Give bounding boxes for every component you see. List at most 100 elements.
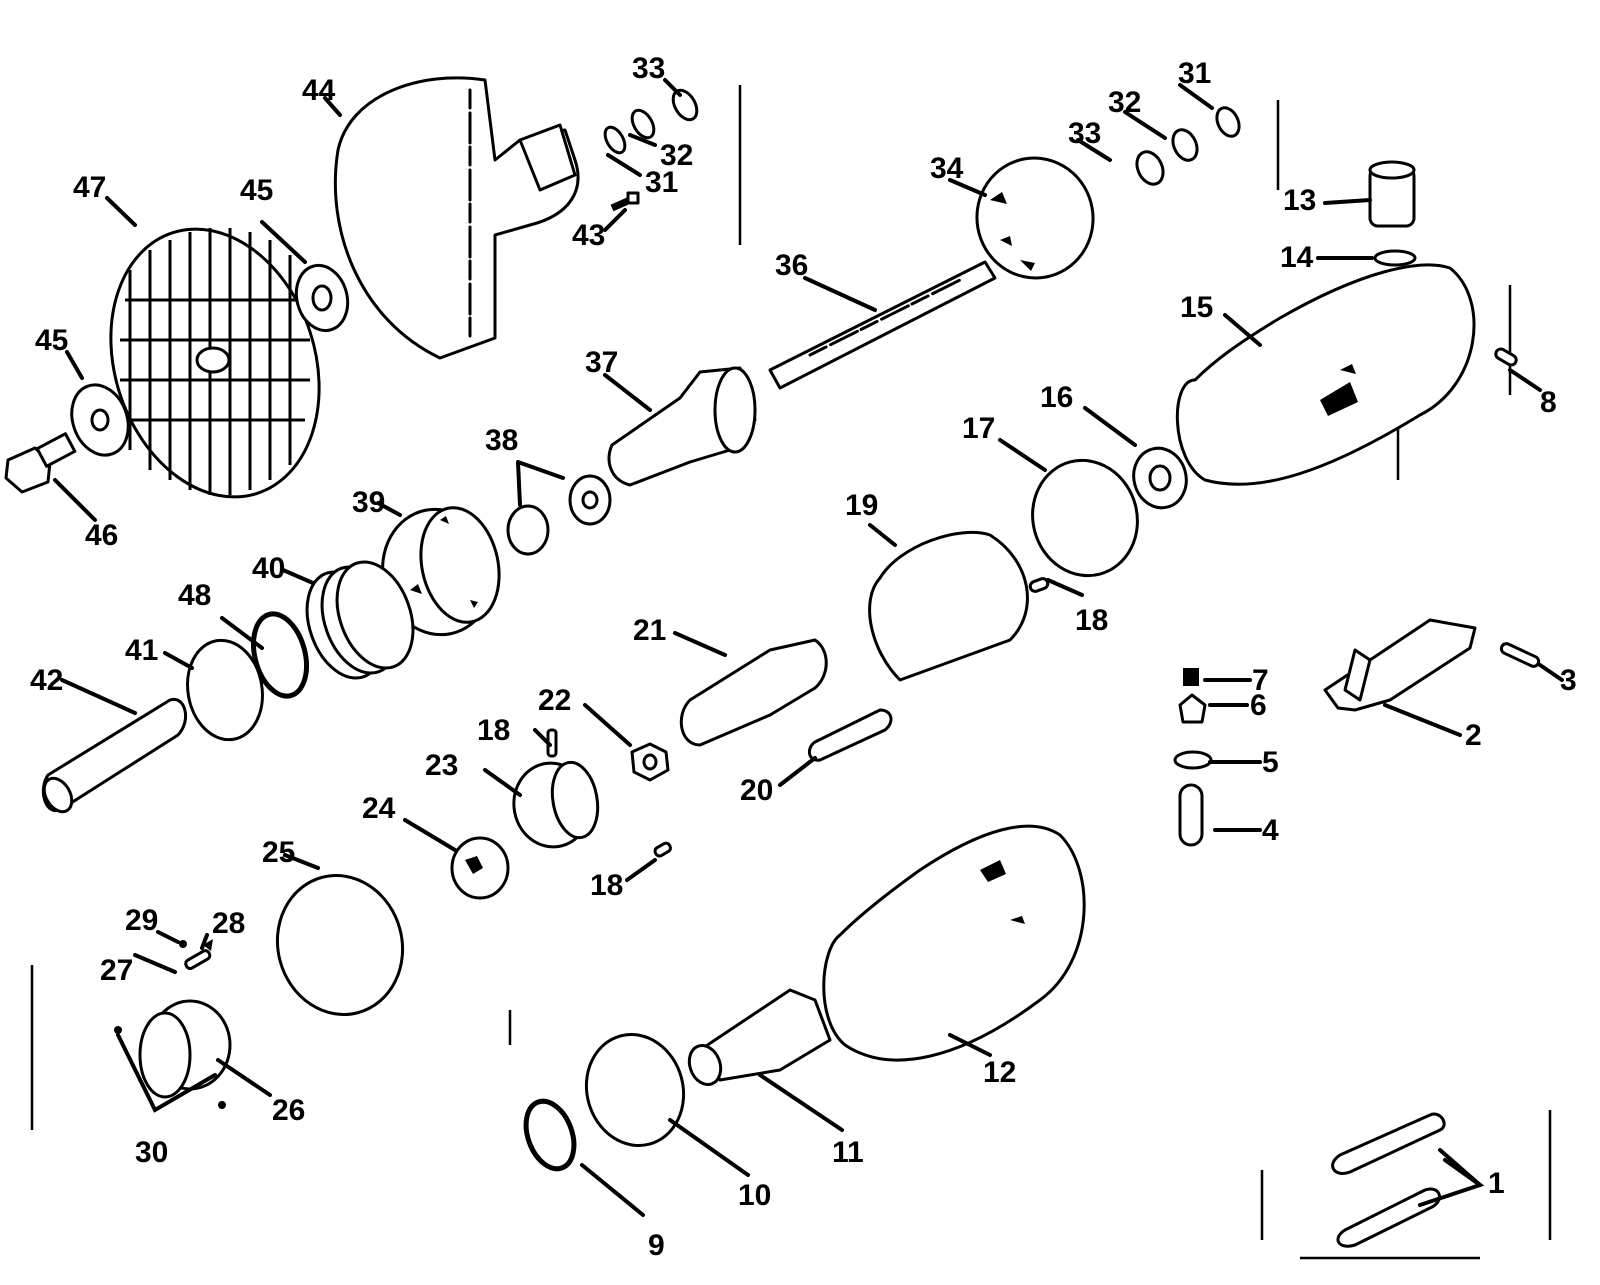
callout-31: 31 [1178,57,1211,90]
callout-12: 12 [983,1056,1016,1089]
leader-lines [53,78,1564,1217]
part-41-plate [186,638,264,742]
callout-18: 18 [590,869,623,902]
callout-40: 40 [252,552,285,585]
part-40-spring [305,560,415,680]
callout-44: 44 [302,74,336,107]
part-43-screw [610,191,640,212]
callout-47: 47 [73,171,106,204]
part-9-o-ring [523,1098,577,1172]
part-25-cap [275,874,405,1016]
part-14-o-ring [1373,249,1417,267]
callout-20: 20 [740,774,773,807]
callout-8: 8 [1540,386,1557,419]
part-42-sleeve [41,697,188,814]
part-45-flange-inner [294,263,350,333]
callout-42: 42 [30,664,63,697]
callout-4: 4 [1262,814,1279,847]
callout-37: 37 [585,346,618,379]
part-11-air-inlet [687,988,832,1086]
callout-34: 34 [930,152,964,185]
callout-31: 31 [645,166,678,199]
callout-17: 17 [962,412,995,445]
part-39-cup [381,506,501,637]
part-16-bearing [1132,446,1188,510]
part-7-spring [1183,668,1199,686]
callout-9: 9 [648,1229,665,1262]
part-45-flange-outer [70,383,130,457]
callout-32: 32 [660,139,693,172]
part-2-lever [1323,618,1477,712]
part-1-wrenches [1331,1112,1446,1248]
callout-28: 28 [212,907,245,940]
callout-33: 33 [632,52,665,85]
callout-22: 22 [538,684,571,717]
callout-14: 14 [1280,241,1314,274]
frame-lines [30,85,1552,1260]
part-46-nut [4,432,77,494]
part-4-plunger [1178,783,1204,847]
callout-13: 13 [1283,184,1316,217]
part-8-pin [1494,347,1518,367]
part-27-29-small-parts [114,939,226,1109]
part-36-shaft [768,260,997,390]
callout-11: 11 [832,1136,864,1169]
callout-10: 10 [738,1179,771,1212]
callout-19: 19 [845,489,878,522]
part-37-spindle [607,366,757,487]
callout-21: 21 [633,614,666,647]
part-31-33-washers-right [1135,106,1241,186]
part-19-cylinder [868,530,1029,682]
part-15-housing [1175,263,1476,486]
part-12-motor-housing [822,824,1086,1062]
callout-labels: 1 2 3 4 5 6 7 8 9 10 11 12 13 14 15 16 1… [30,52,1577,1262]
part-5-o-ring [1173,750,1213,770]
callout-18: 18 [477,714,510,747]
callout-5: 5 [1262,746,1279,779]
callout-45: 45 [35,324,68,357]
callout-45: 45 [240,174,273,207]
part-38-bearings [506,474,612,556]
part-20-vane [807,708,893,762]
part-48-retaining-ring [251,611,309,699]
part-21-rotor [679,638,828,747]
callout-2: 2 [1465,719,1482,752]
callout-43: 43 [572,219,605,252]
callout-39: 39 [352,486,385,519]
callout-6: 6 [1250,689,1267,722]
part-47-grinding-wheel [109,227,321,499]
part-6-valve [1178,693,1207,724]
part-26-exhaust-deflector [138,999,232,1099]
part-3-pin [1499,642,1541,668]
callout-46: 46 [85,519,118,552]
callout-15: 15 [1180,291,1213,324]
callout-32: 32 [1108,86,1141,119]
callout-29: 29 [125,904,158,937]
part-13-throttle-valve [1368,160,1416,228]
callout-3: 3 [1560,664,1577,697]
part-24-bearing [450,836,510,900]
part-22-nut [630,742,670,782]
callout-36: 36 [775,249,808,282]
callout-26: 26 [272,1094,305,1127]
part-34-bearing-housing [975,156,1095,280]
part-31-33-washers-left [603,88,699,155]
callout-23: 23 [425,749,458,782]
part-44-wheel-guard [333,76,580,360]
callout-33: 33 [1068,117,1101,150]
callout-25: 25 [262,836,295,869]
part-18-pin-low [653,841,672,858]
callout-1: 1 [1488,1167,1505,1200]
callout-41: 41 [125,634,158,667]
callout-48: 48 [178,579,211,612]
callout-18: 18 [1075,604,1108,637]
callout-24: 24 [362,792,396,825]
part-10-cover [584,1032,686,1148]
part-17-end-plate [1031,458,1139,578]
callout-27: 27 [100,954,133,987]
callout-16: 16 [1040,381,1073,414]
callout-38: 38 [485,424,518,457]
part-23-end-plate [512,760,600,849]
callout-30: 30 [135,1136,168,1169]
